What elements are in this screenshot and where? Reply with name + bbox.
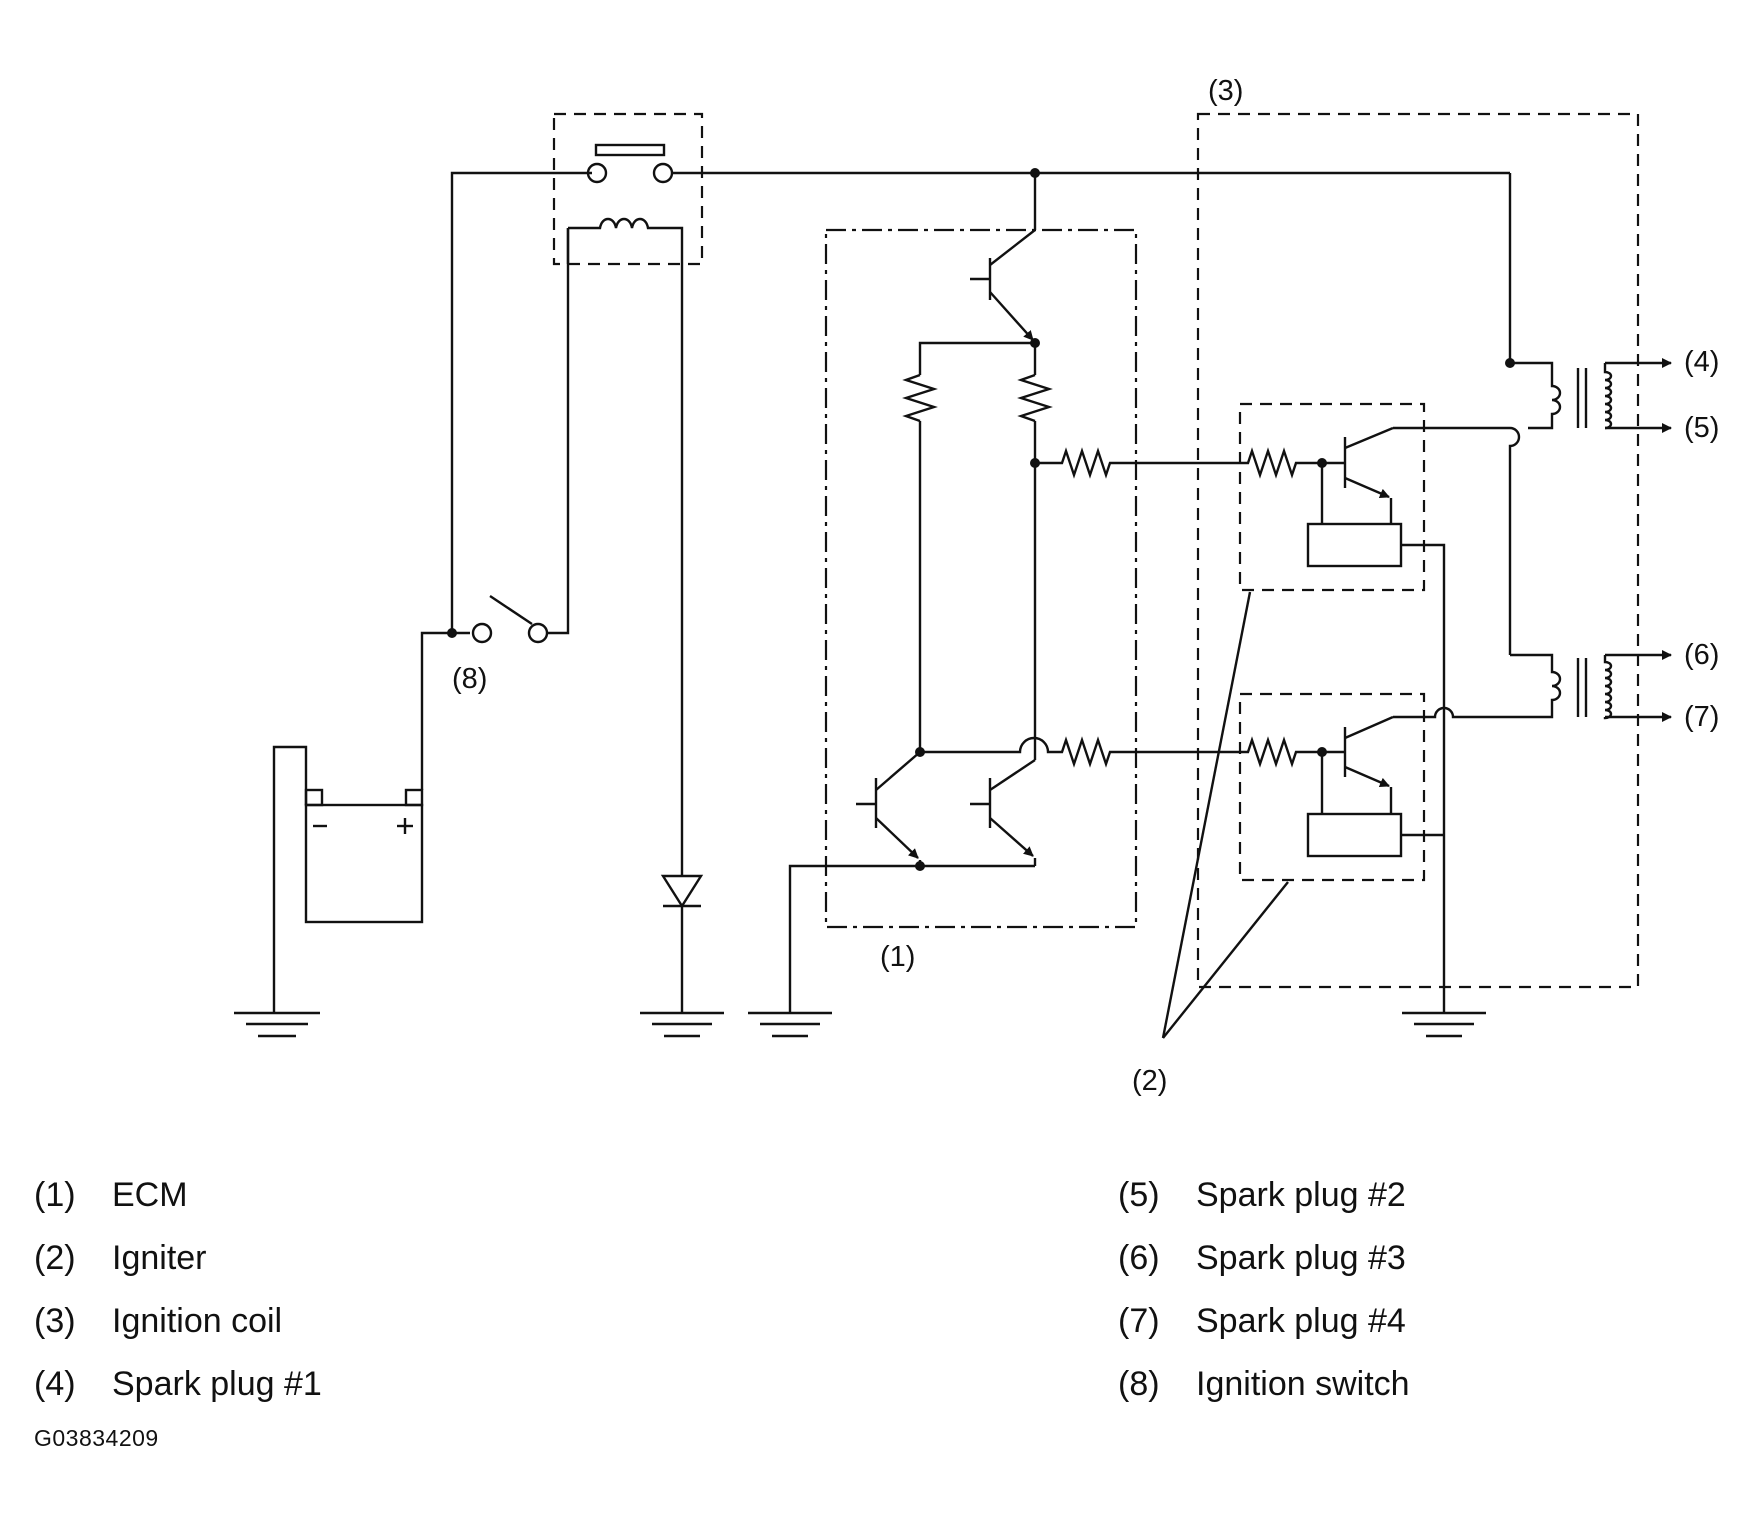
ignition-switch-symbol [420,171,592,790]
legend-number: (7) [1118,1302,1160,1340]
ignition-coil-block [1196,112,1640,989]
diode-symbol [660,264,704,1013]
callout-spark-plug-3: (6) [1684,639,1719,671]
legend-number: (3) [34,1302,76,1340]
callout-ignition-switch: (8) [452,663,487,695]
main-relay-symbol [552,112,1510,266]
callout-igniter: (2) [1132,1065,1167,1097]
battery-symbol [272,745,424,1013]
igniter-leader-lines [1161,591,1289,1039]
legend-label: Spark plug #4 [1196,1302,1406,1340]
callout-ignition-coil: (3) [1208,75,1243,107]
legend-number: (8) [1118,1365,1160,1403]
ground-symbol-igniter [1402,1011,1486,1038]
legend-label: Spark plug #3 [1196,1239,1406,1277]
ground-symbol-diode [640,1011,724,1038]
legend-number: (1) [34,1176,76,1214]
coil-1-windings [1505,173,1672,433]
legend-number: (5) [1118,1176,1160,1214]
igniter-2-block [1238,692,1528,882]
legend-label: Spark plug #2 [1196,1176,1406,1214]
legend-number: (2) [34,1239,76,1277]
legend-label: Spark plug #1 [112,1365,322,1403]
legend-number: (4) [34,1365,76,1403]
callout-ecm: (1) [880,941,915,973]
legend-number: (6) [1118,1239,1160,1277]
callout-spark-plug-2: (5) [1684,412,1719,444]
legend-label: Ignition switch [1196,1365,1410,1403]
legend-label: Ignition coil [112,1302,283,1340]
ground-symbol-ecm [748,1011,832,1038]
coil-2-windings [1510,650,1672,722]
ecm-block [788,173,1245,1013]
igniter-1-block [1238,402,1521,1013]
figure-code: G03834209 [34,1425,159,1451]
callout-spark-plug-1: (4) [1684,346,1719,378]
legend-label: Igniter [112,1239,207,1277]
ground-symbol-battery [234,1011,320,1038]
callout-spark-plug-4: (7) [1684,701,1719,733]
legend-label: ECM [112,1176,188,1214]
